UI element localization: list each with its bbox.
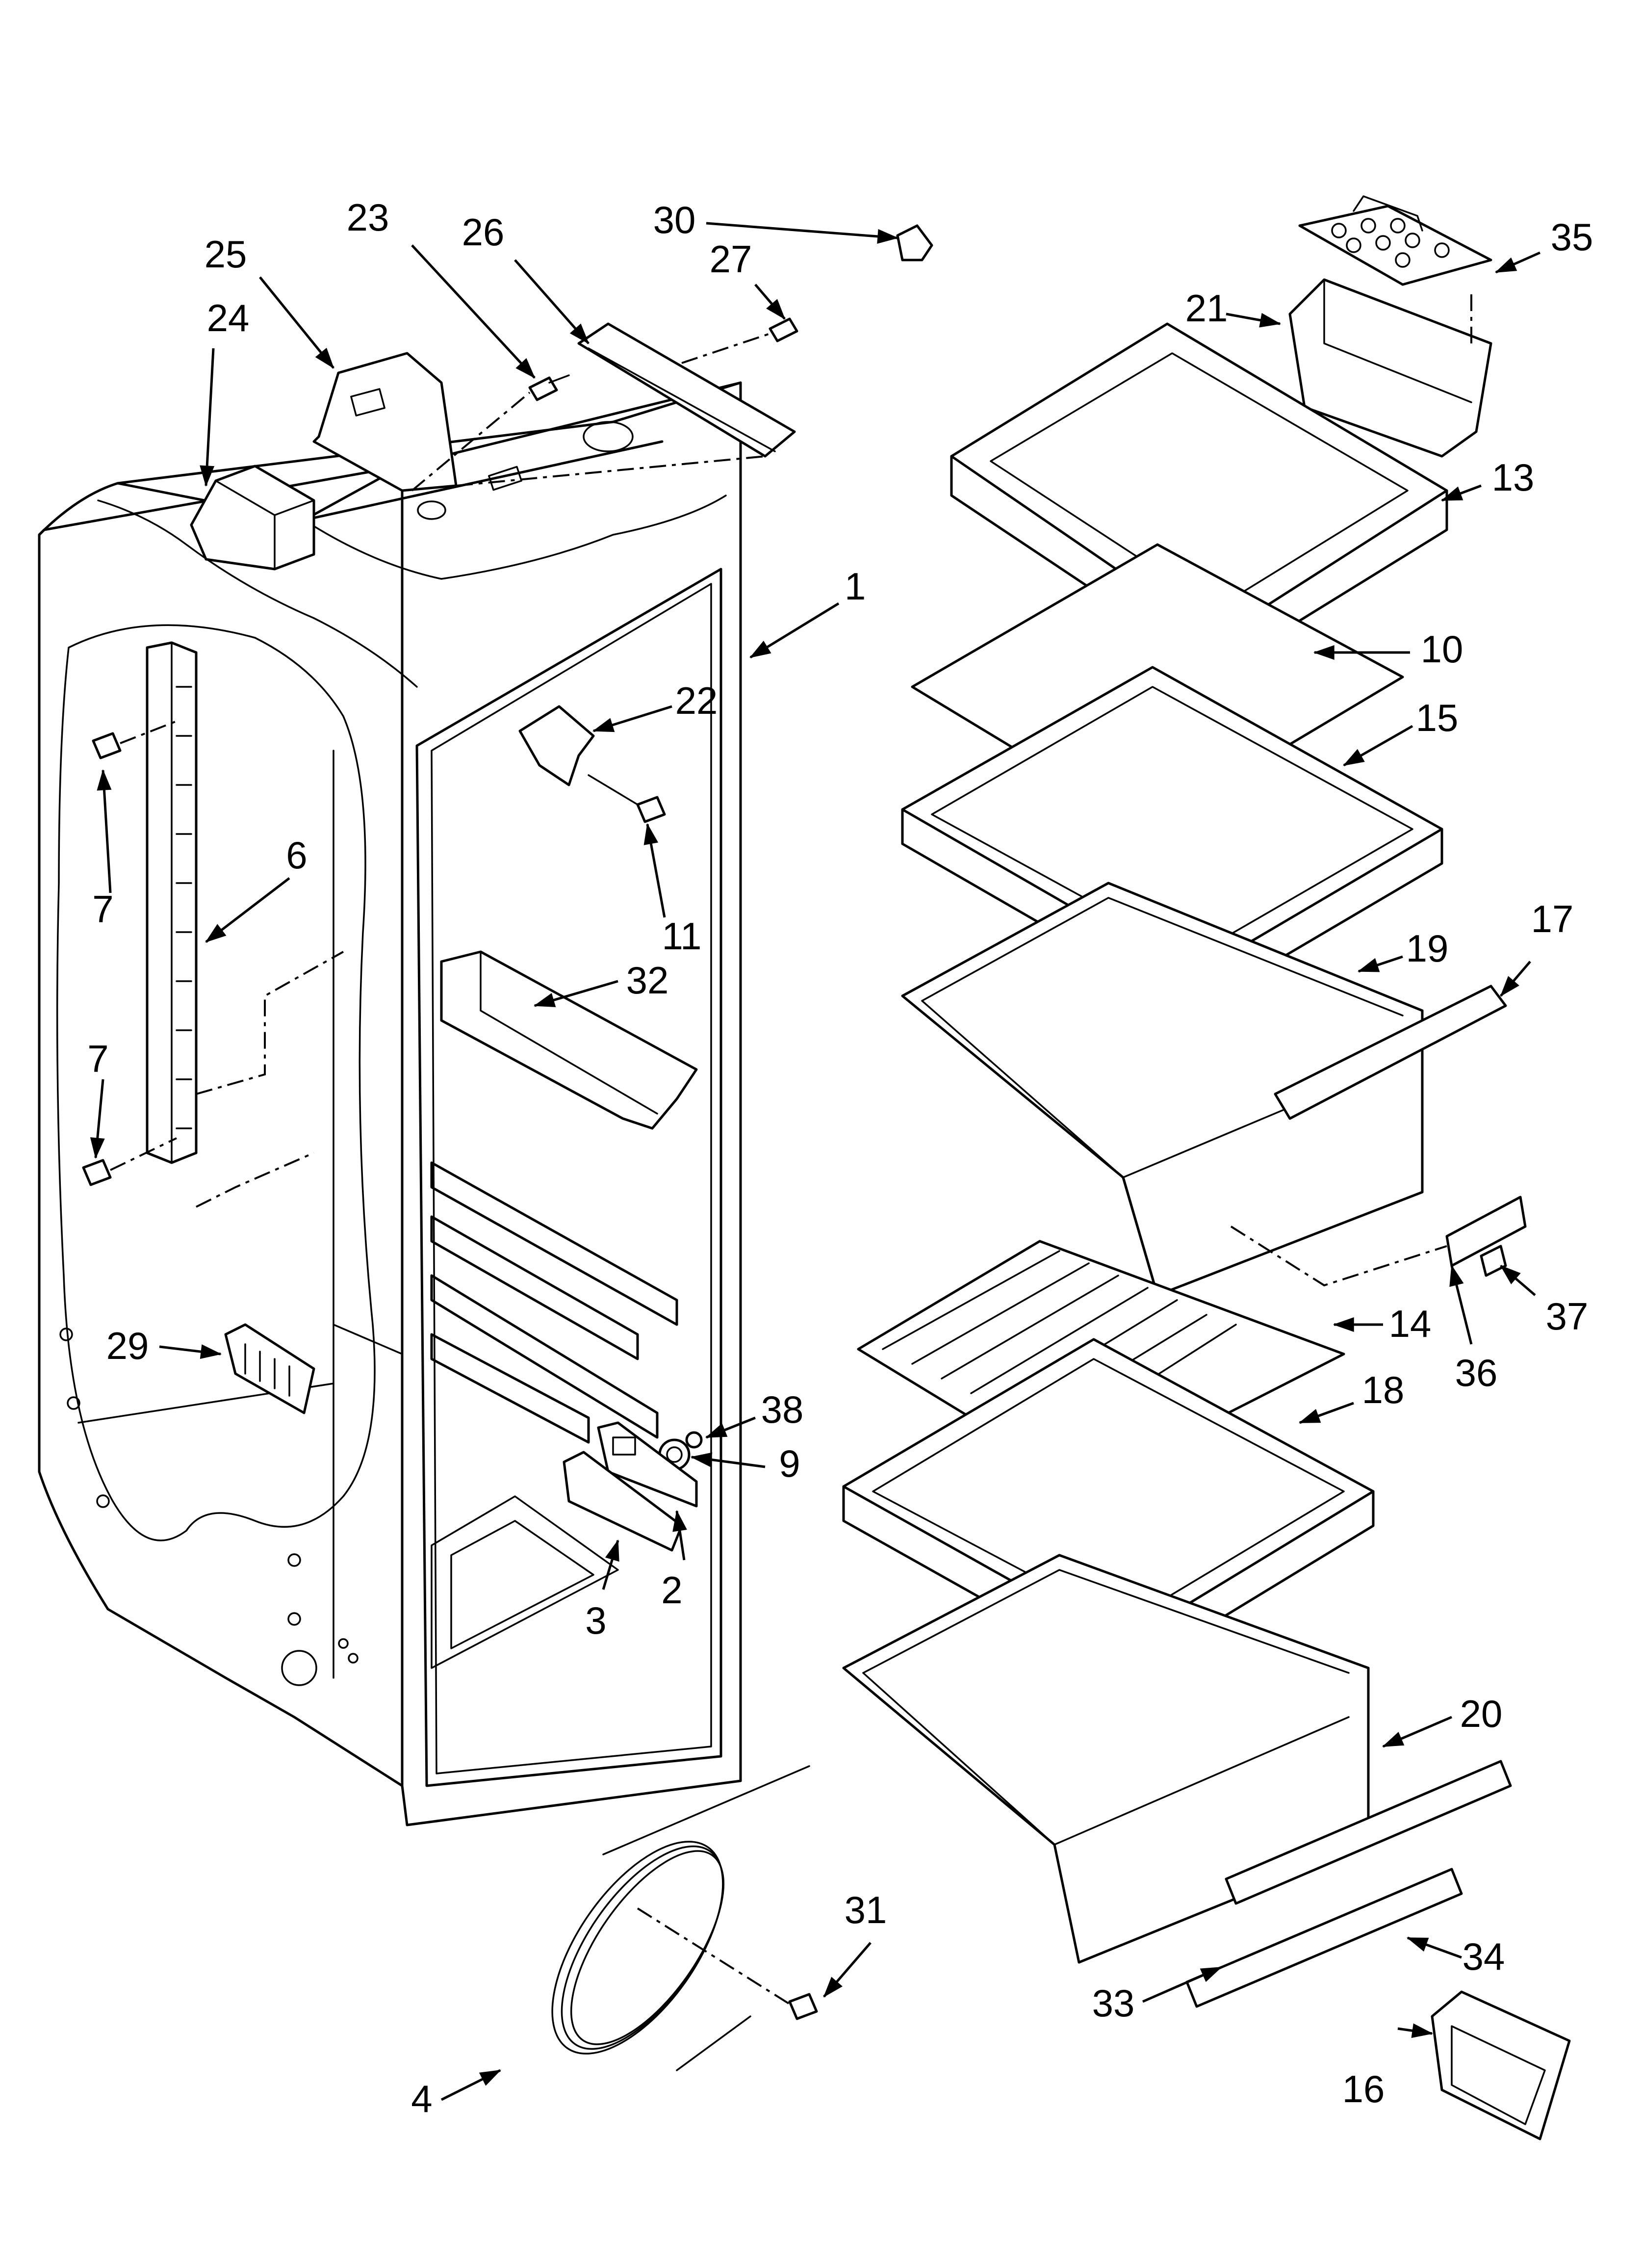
shelf-ladder bbox=[146, 641, 198, 1164]
light-cover-36 bbox=[1230, 1196, 1527, 1287]
assembly-line bbox=[456, 455, 766, 487]
callout-32: 32 bbox=[626, 959, 669, 1002]
callout-9: 9 bbox=[779, 1442, 800, 1485]
callout-34: 34 bbox=[1462, 1935, 1505, 1978]
callout-27: 27 bbox=[710, 237, 752, 281]
water-tubing-coil bbox=[551, 1765, 810, 2071]
callout-22: 22 bbox=[675, 679, 718, 722]
crisper-drawer-20 bbox=[842, 1554, 1370, 1964]
air-diffuser bbox=[440, 950, 698, 1130]
screw-27 bbox=[681, 317, 798, 364]
callout-1: 1 bbox=[845, 565, 866, 608]
callout-36: 36 bbox=[1455, 1351, 1498, 1394]
control-bracket-2 bbox=[597, 1421, 698, 1508]
ice-tray-cover bbox=[1298, 195, 1492, 286]
callout-2: 2 bbox=[661, 1568, 682, 1612]
callout-10: 10 bbox=[1421, 627, 1463, 671]
bracket-22 bbox=[518, 705, 595, 786]
trim-33 bbox=[1185, 1868, 1463, 2008]
callout-6: 6 bbox=[286, 834, 307, 877]
cover-16 bbox=[1431, 1990, 1571, 2140]
callout-4: 4 bbox=[411, 2077, 432, 2120]
callout-29: 29 bbox=[106, 1324, 149, 1367]
callout-25: 25 bbox=[205, 233, 247, 276]
drawer-handle-17 bbox=[1274, 985, 1507, 1120]
screw-7-lower bbox=[82, 1137, 177, 1186]
callout-13: 13 bbox=[1492, 456, 1535, 499]
clip-30 bbox=[896, 224, 933, 261]
callout-16: 16 bbox=[1342, 2067, 1385, 2111]
callout-11: 11 bbox=[662, 914, 702, 958]
callout-21: 21 bbox=[1185, 287, 1228, 330]
screw-23 bbox=[528, 374, 570, 401]
callout-26: 26 bbox=[462, 210, 505, 254]
drawer-handle-34 bbox=[1225, 1760, 1512, 1905]
control-cover-3 bbox=[563, 1451, 683, 1552]
callout-23: 23 bbox=[347, 196, 389, 239]
callout-19: 19 bbox=[1406, 927, 1449, 970]
air-duct-rail bbox=[577, 322, 796, 458]
callout-20: 20 bbox=[1460, 1692, 1503, 1735]
vent-grille bbox=[224, 1323, 315, 1414]
callout-7-upper: 7 bbox=[92, 887, 113, 931]
callout-37: 37 bbox=[1546, 1295, 1589, 1338]
callout-3: 3 bbox=[585, 1599, 606, 1642]
callout-labels: 1 2 3 4 6 7 7 9 10 11 13 14 15 16 17 18 … bbox=[87, 196, 1593, 2120]
callout-17: 17 bbox=[1531, 897, 1574, 940]
control-bracket bbox=[312, 352, 458, 492]
callout-15: 15 bbox=[1416, 696, 1459, 739]
callout-35: 35 bbox=[1551, 215, 1593, 259]
callout-31: 31 bbox=[845, 1888, 887, 1931]
screw-31 bbox=[637, 1907, 818, 2020]
callout-14: 14 bbox=[1389, 1302, 1432, 1345]
callout-30: 30 bbox=[653, 198, 696, 241]
assembly-line bbox=[196, 1152, 314, 1208]
callout-18: 18 bbox=[1362, 1368, 1405, 1411]
assembly-line bbox=[196, 951, 344, 1095]
leader-lines bbox=[90, 222, 1541, 2101]
callout-38: 38 bbox=[761, 1388, 804, 1431]
clip-37 bbox=[1480, 1245, 1507, 1277]
callout-7-lower: 7 bbox=[87, 1037, 108, 1080]
callout-24: 24 bbox=[207, 296, 250, 339]
screw-11 bbox=[588, 774, 666, 823]
assembly-line bbox=[411, 391, 531, 492]
screw-7-upper bbox=[92, 720, 177, 759]
callout-33: 33 bbox=[1092, 1981, 1135, 2025]
cabinet-liner bbox=[38, 381, 742, 1826]
control-housing bbox=[190, 465, 315, 571]
